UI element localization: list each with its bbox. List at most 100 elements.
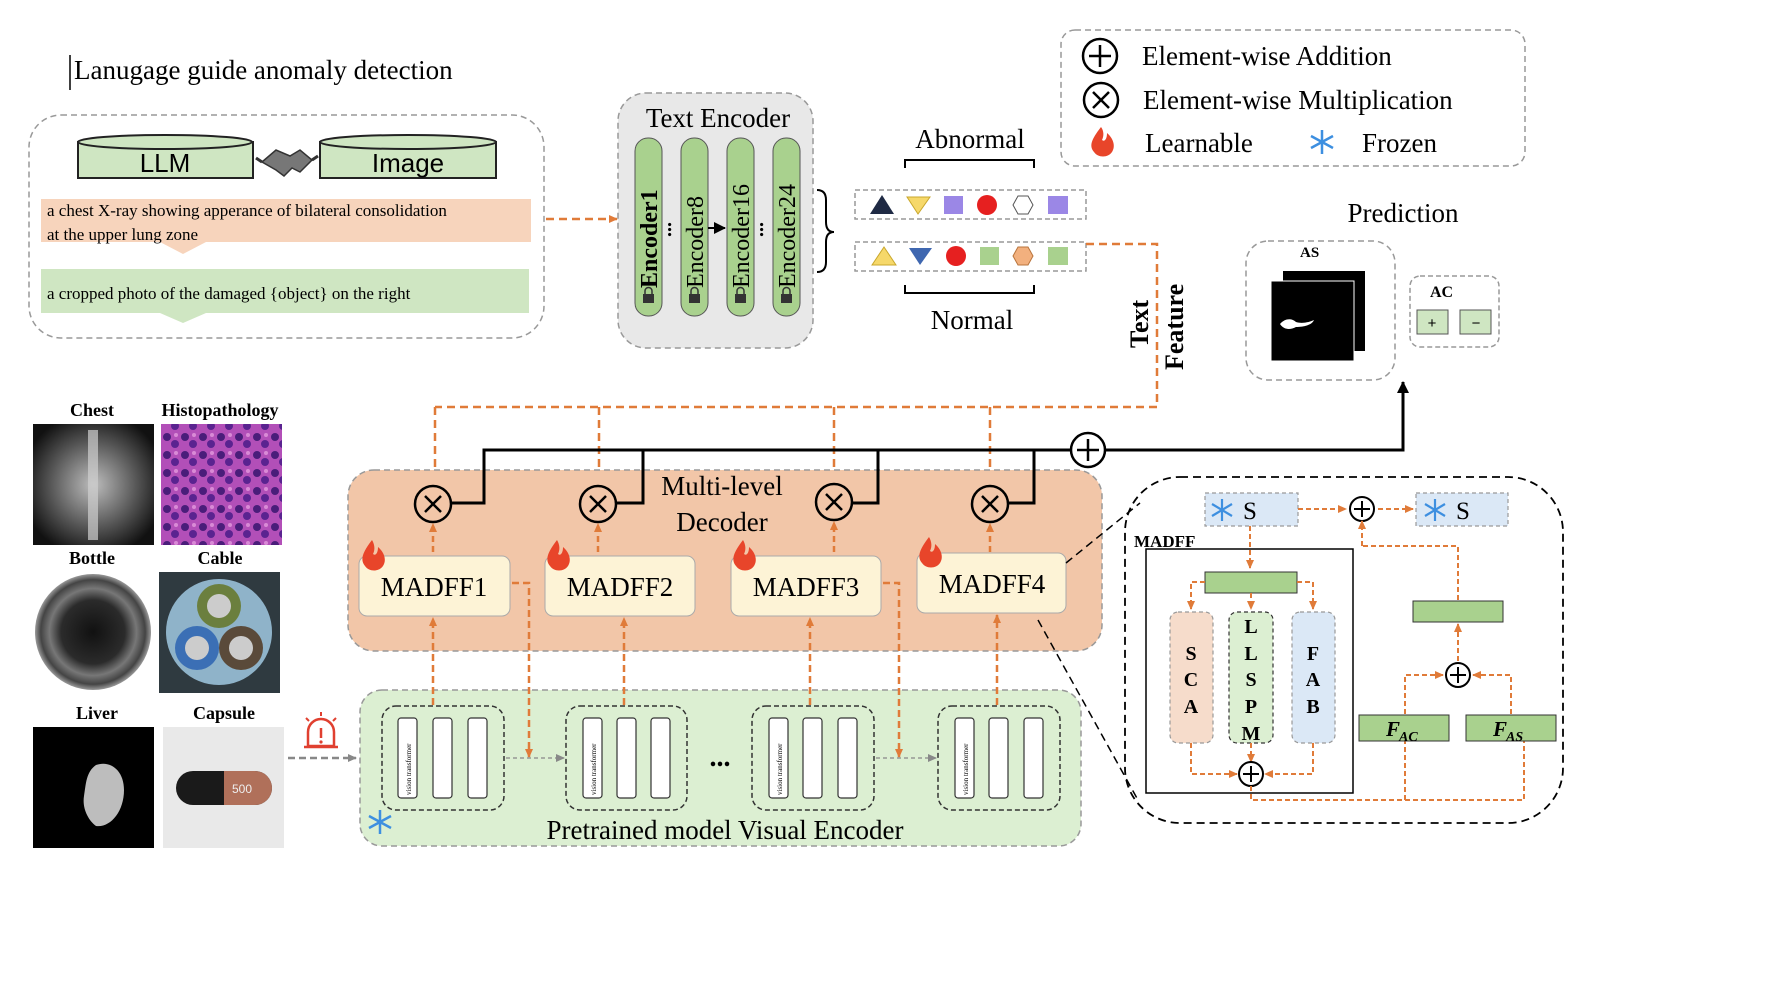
vit-group-1 [381, 705, 505, 811]
s-right-snowflake-icon [1424, 499, 1446, 521]
detail-sum-right [1445, 662, 1471, 688]
text-encoder-title: Text Encoder [646, 103, 790, 133]
prediction-title: Prediction [1348, 198, 1459, 228]
normal-shapes [871, 246, 1068, 266]
mult-circle-1 [413, 484, 453, 524]
prompt-1-line-1: a chest X-ray showing apperance of bilat… [47, 201, 447, 220]
fas-block [1465, 714, 1557, 742]
madff2-flame-icon [547, 540, 570, 571]
abnormal-row [854, 189, 1087, 220]
histo-image [161, 424, 282, 545]
s-block-right [1415, 492, 1509, 527]
handshake-icon [255, 149, 319, 177]
encoder-16: Encoder16 [729, 184, 755, 288]
chest-spine [88, 430, 98, 540]
ac-label: AC [1430, 284, 1453, 301]
prompt-box [28, 114, 545, 339]
madff-detail-panel [1124, 476, 1564, 824]
image-cylinder: Image [319, 134, 497, 179]
fac-to-sum [1404, 671, 1444, 714]
capsule-body-red [224, 771, 272, 805]
encoder-dots-1: ... [663, 222, 685, 237]
bottle-image [35, 574, 151, 690]
llspm-letter-1: L [1244, 616, 1257, 638]
sca-letter-1: S [1185, 643, 1196, 665]
llspm-letter-3: S [1245, 669, 1256, 691]
decoder-title-1: Multi-level [661, 471, 782, 501]
madff-detail-title: MADFF [1134, 532, 1195, 551]
decoder-title-2: Decoder [676, 507, 767, 537]
encoder-1: Encoder1 [637, 189, 663, 288]
text-feature-label-2: Feature [1160, 284, 1189, 370]
ac-plus-box [1416, 309, 1449, 335]
to-prediction-arrow [1106, 381, 1409, 452]
visual-encoder-snowflake-icon [368, 810, 392, 834]
lock-icons [643, 286, 792, 303]
madff1-down [512, 581, 533, 758]
encoder-pills [634, 137, 801, 317]
prompt-bubble-2 [41, 269, 529, 323]
madff3-flame-icon [733, 540, 756, 571]
madff2-label: MADFF2 [567, 572, 674, 602]
prompt-bubble-1 [41, 199, 531, 254]
sca-to-sum [1190, 743, 1238, 778]
fac-block [1358, 714, 1450, 742]
capsule-print: 500 [232, 782, 252, 796]
multiplication-icon [1082, 81, 1120, 119]
madff1-flame-icon [362, 540, 385, 571]
normal-bracket [904, 285, 1035, 294]
llm-cylinder: LLM [77, 134, 254, 179]
decoder-box [347, 469, 1103, 652]
vit-label-1: vision transformer [405, 743, 413, 795]
abnormal-shapes [870, 195, 1068, 215]
fas-sub: AS [1505, 730, 1523, 745]
right-bar-link [1362, 545, 1459, 600]
fab-to-sum [1264, 743, 1314, 778]
llspm-letter-5: M [1242, 723, 1261, 745]
madff2-block [544, 555, 696, 617]
snowflake-icon [1310, 130, 1334, 154]
madff-inner-box [1145, 548, 1354, 794]
vit-group-4 [937, 705, 1061, 811]
cable-wire-2 [229, 636, 253, 660]
detail-sum-top [1349, 496, 1375, 522]
madff4-label: MADFF4 [939, 569, 1046, 599]
madff4-flame-icon [919, 537, 942, 568]
mult-circle-4 [970, 484, 1010, 524]
as-label: AS [1300, 245, 1319, 261]
bar-to-sca [1187, 581, 1205, 610]
fab-block [1291, 611, 1336, 744]
fas-to-sum [1472, 671, 1512, 714]
vit-label-2: vision transformer [590, 743, 598, 795]
madff1-label: MADFF1 [381, 572, 488, 602]
skip-line-4 [1007, 450, 1036, 505]
right-bar [1412, 600, 1504, 623]
vit-group-2 [565, 705, 688, 811]
as-map-blob [1280, 319, 1314, 329]
madff4-block [916, 552, 1067, 614]
prompt-1-line-2: at the upper lung zone [47, 225, 198, 244]
visual-encoder-box [359, 689, 1082, 847]
skip-line-2 [616, 450, 645, 505]
addition-icon [1081, 37, 1119, 75]
skip-line-1 [451, 448, 1070, 505]
fac-sub: AC [1398, 730, 1418, 745]
vit-blocks [397, 717, 1044, 799]
vit-group-3 [751, 705, 875, 811]
abnormal-label: Abnormal [915, 124, 1024, 154]
encoder-brace [816, 189, 835, 273]
vit-label-3: vision transformer [776, 743, 784, 795]
llspm-block [1228, 611, 1274, 744]
cable-wire-1 [185, 636, 209, 660]
ac-minus-box [1459, 309, 1492, 335]
sca-block [1169, 611, 1214, 744]
encoder-dots-2: ... [755, 222, 777, 237]
encoder-8: Encoder8 [683, 196, 709, 288]
page-title: Lanugage guide anomaly detection [74, 55, 453, 85]
madff3-block [730, 555, 882, 617]
capsule-label: Capsule [193, 703, 255, 723]
ac-plus: + [1428, 315, 1437, 332]
image-label: Image [372, 148, 444, 178]
